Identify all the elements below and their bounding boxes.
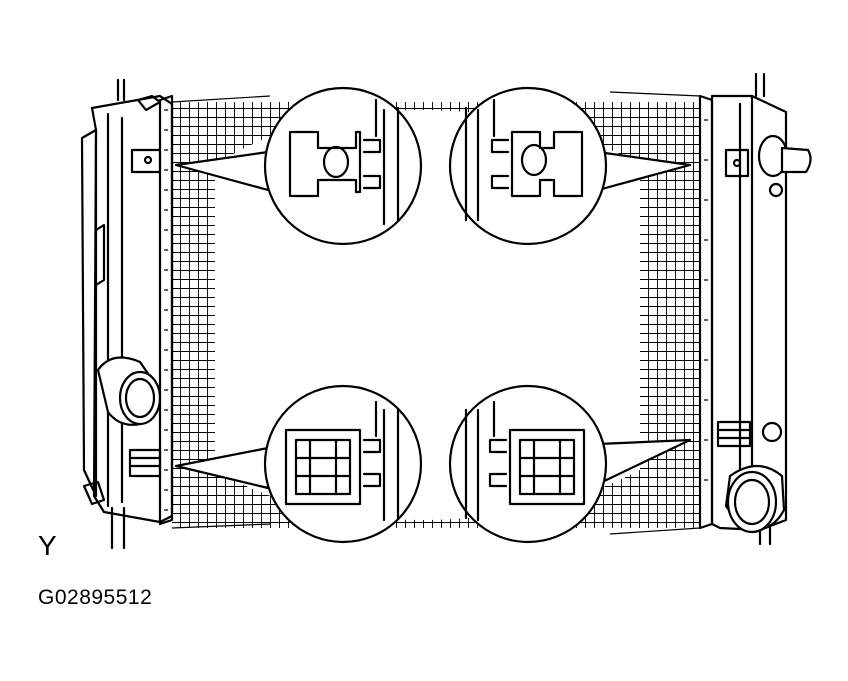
lower-left-clip-detail [174,384,423,544]
left-hose-inlet [96,356,162,426]
right-tank [698,72,812,546]
upper-right-clip-detail [448,86,692,246]
view-label: Y [38,530,57,561]
left-tank [80,78,174,550]
figure-code: G02895512 [38,586,153,609]
lower-right-clip-detail [448,384,692,544]
right-hose-outlet [724,464,786,534]
right-upper-outlet [757,134,812,198]
upper-left-clip-detail [174,86,423,246]
